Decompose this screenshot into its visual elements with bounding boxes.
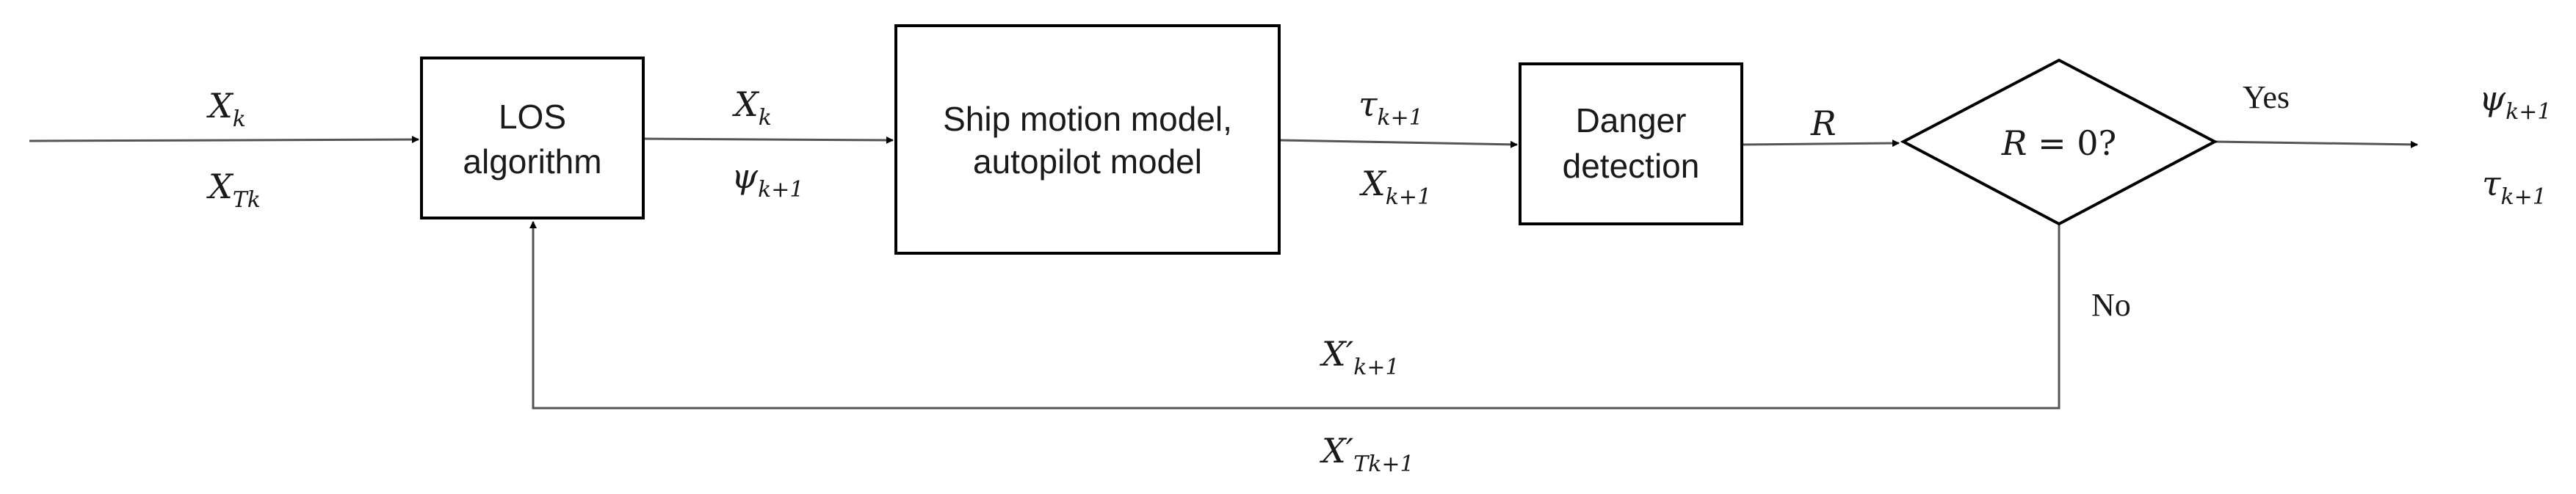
danger-to-decision-arrow bbox=[1741, 139, 1900, 148]
los-state-label: Xk bbox=[732, 84, 772, 131]
feedback-state-label: X′k+1 bbox=[1320, 334, 1400, 380]
no-label: No bbox=[2091, 287, 2131, 323]
los-heading-label: ψk+1 bbox=[731, 156, 803, 203]
los-algorithm-block bbox=[420, 57, 645, 219]
ship-motion-model-label-1: Ship motion model, bbox=[943, 100, 1232, 138]
yes-output-arrow bbox=[2214, 140, 2418, 148]
feedback-target-label: X′Tk+1 bbox=[1320, 431, 1414, 477]
input-state-label: Xk bbox=[206, 86, 246, 132]
los-to-ship-arrow bbox=[643, 136, 894, 144]
ship-motion-model-block bbox=[894, 24, 1281, 255]
ship-motion-model-label-2: autopilot model bbox=[973, 142, 1202, 181]
ship-to-danger-arrow bbox=[1278, 139, 1518, 148]
danger-detection-block bbox=[1519, 62, 1743, 225]
decision-diamond bbox=[1900, 58, 2218, 226]
decision-condition: R = 0? bbox=[2001, 123, 2116, 163]
input-target-label: XTk bbox=[206, 167, 261, 213]
feedback-loop-line bbox=[532, 222, 2061, 410]
danger-detection-label-1: Danger bbox=[1576, 101, 1687, 139]
output-heading-label: ψk+1 bbox=[2479, 79, 2551, 125]
output-rudder-label: τk+1 bbox=[2482, 164, 2547, 210]
danger-detection-label-2: detection bbox=[1563, 147, 1700, 185]
yes-label: Yes bbox=[2243, 79, 2290, 115]
ship-state-label: Xk+1 bbox=[1359, 164, 1431, 210]
los-algorithm-label-1: LOS bbox=[499, 98, 566, 136]
ship-rudder-label: τk+1 bbox=[1358, 84, 1423, 131]
los-algorithm-label-2: algorithm bbox=[463, 142, 601, 181]
input-arrow bbox=[29, 136, 419, 144]
danger-risk-label: R bbox=[1810, 103, 1837, 143]
